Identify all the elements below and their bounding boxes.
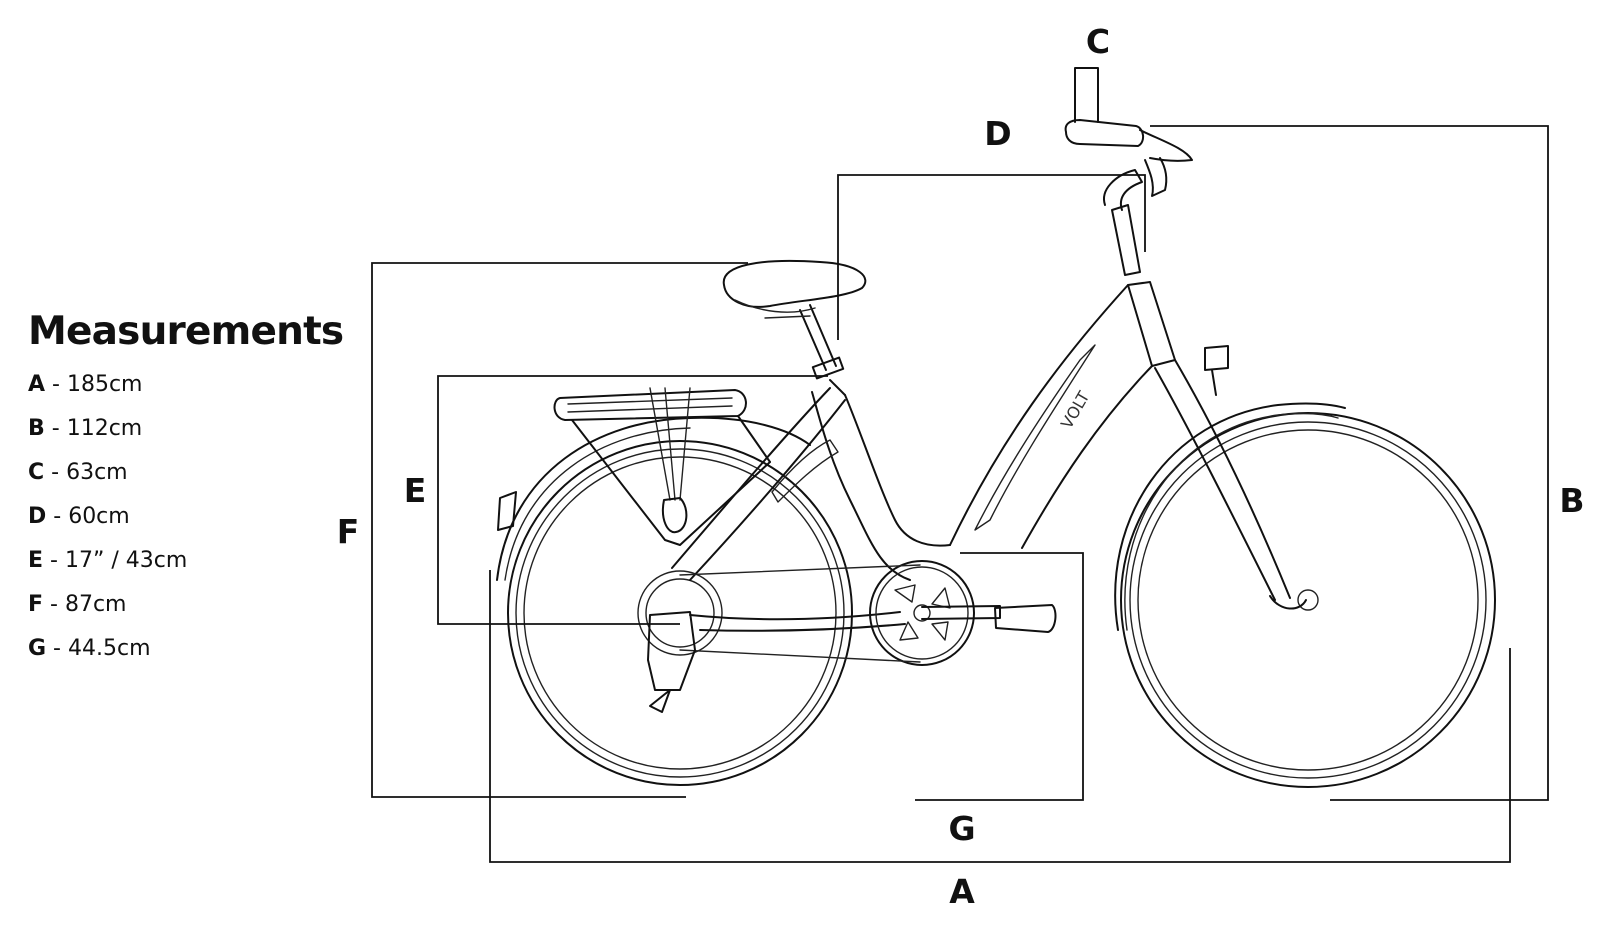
dimension-d-line bbox=[837, 174, 1146, 340]
rear-reflector bbox=[497, 491, 517, 531]
crank-arm bbox=[921, 605, 1001, 620]
legend-item-g: G - 44.5cm bbox=[28, 627, 348, 671]
legend-value: - 87cm bbox=[43, 591, 127, 617]
frame-lower bbox=[844, 394, 951, 547]
handlebar-rise bbox=[1074, 67, 1099, 123]
legend-list: A - 185cm B - 112cm C - 63cm D - 60cm E … bbox=[28, 363, 348, 671]
legend-value: - 44.5cm bbox=[46, 635, 151, 661]
down-tube bbox=[949, 284, 1129, 546]
label-e: E bbox=[404, 471, 427, 510]
measurements-legend: Measurements A - 185cm B - 112cm C - 63c… bbox=[28, 309, 348, 671]
front-fork bbox=[1154, 359, 1291, 601]
legend-key: B bbox=[28, 415, 45, 441]
label-b: B bbox=[1559, 481, 1584, 520]
dimension-e-line bbox=[437, 375, 828, 625]
legend-value: - 63cm bbox=[44, 459, 128, 485]
legend-item-d: D - 60cm bbox=[28, 495, 348, 539]
kickstand bbox=[649, 689, 671, 713]
seat-stay bbox=[671, 387, 831, 569]
legend-value: - 17” / 43cm bbox=[43, 547, 188, 573]
dimension-f-line bbox=[371, 262, 748, 798]
brake-lever bbox=[1139, 129, 1193, 162]
battery bbox=[974, 344, 1096, 531]
stem bbox=[1111, 204, 1141, 276]
dimension-g-line bbox=[915, 552, 1084, 801]
saddle bbox=[722, 259, 867, 308]
legend-key: G bbox=[28, 635, 47, 661]
legend-value: - 112cm bbox=[44, 415, 143, 441]
headlight bbox=[1204, 345, 1229, 396]
rear-rack bbox=[553, 387, 771, 546]
legend-key: E bbox=[28, 547, 44, 573]
legend-key: D bbox=[28, 503, 47, 529]
legend-item-c: C - 63cm bbox=[28, 451, 348, 495]
label-d: D bbox=[984, 114, 1011, 153]
seat-tube bbox=[829, 379, 846, 396]
rear-fender bbox=[496, 416, 811, 581]
rear-wheel bbox=[507, 440, 853, 786]
label-g: G bbox=[948, 809, 975, 848]
legend-item-e: E - 17” / 43cm bbox=[28, 539, 348, 583]
legend-item-f: F - 87cm bbox=[28, 583, 348, 627]
front-wheel bbox=[1120, 412, 1496, 788]
dimension-lines bbox=[371, 125, 1549, 863]
legend-item-a: A - 185cm bbox=[28, 363, 348, 407]
legend-key: C bbox=[28, 459, 45, 485]
bicycle-drawing: VOLT bbox=[496, 67, 1496, 788]
legend-key: A bbox=[28, 371, 46, 397]
dimension-a-line bbox=[489, 570, 1511, 863]
pedal bbox=[994, 604, 1057, 633]
brand-logo: VOLT bbox=[1057, 388, 1093, 432]
legend-title: Measurements bbox=[28, 309, 344, 354]
dimension-b-line bbox=[1150, 125, 1549, 801]
front-fender bbox=[1114, 402, 1346, 631]
legend-key: F bbox=[28, 591, 44, 617]
legend-item-b: B - 112cm bbox=[28, 407, 348, 451]
label-f: F bbox=[337, 512, 360, 551]
chain-stay bbox=[689, 611, 901, 621]
head-tube bbox=[1127, 281, 1176, 367]
handlebar-grip bbox=[1064, 119, 1144, 147]
rear-derailleur bbox=[647, 611, 696, 691]
label-a: A bbox=[949, 872, 975, 911]
legend-value: - 60cm bbox=[46, 503, 130, 529]
label-c: C bbox=[1086, 22, 1110, 61]
seat-post bbox=[799, 304, 837, 371]
legend-value: - 185cm bbox=[45, 371, 143, 397]
chain bbox=[679, 564, 921, 663]
